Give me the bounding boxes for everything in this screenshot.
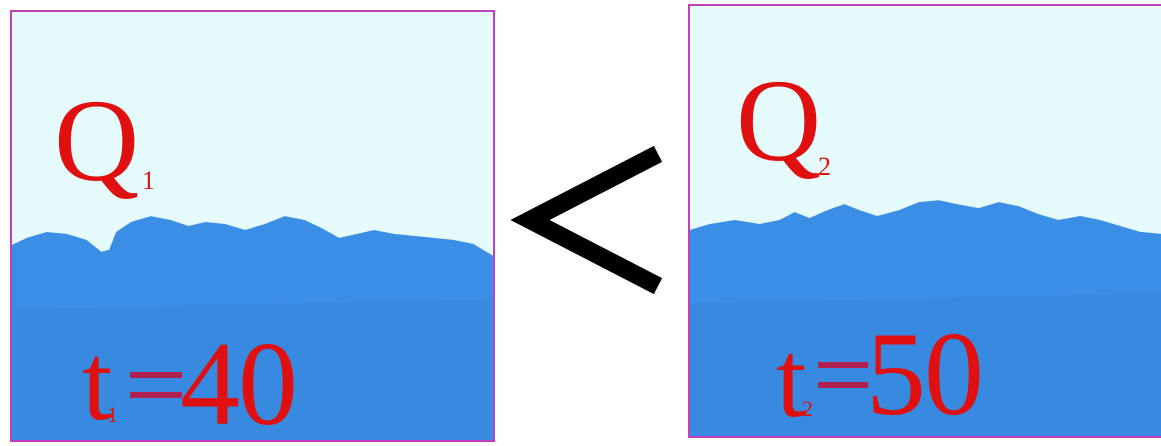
quantity-q1-subscript: 1 — [142, 168, 155, 194]
right-water-panel: Q 2 t 2 50 — [688, 4, 1161, 438]
time-t1-subscript: 1 — [107, 404, 118, 426]
equals-bar-top-right — [818, 362, 868, 368]
left-water-panel: Q 1 t 1 40 — [10, 10, 495, 442]
quantity-q2-subscript: 2 — [818, 154, 831, 180]
less-than-sign — [500, 120, 680, 320]
quantity-q2-symbol: Q — [736, 62, 821, 180]
time-t1-value: 40 — [180, 324, 296, 442]
equals-bar-bottom-right — [818, 382, 868, 388]
time-t2-value: 50 — [866, 314, 982, 434]
time-t2-subscript: 2 — [802, 398, 813, 420]
quantity-q1-symbol: Q — [54, 82, 139, 200]
equals-bar-bottom-left — [130, 392, 182, 398]
equals-bar-top-left — [130, 372, 182, 378]
